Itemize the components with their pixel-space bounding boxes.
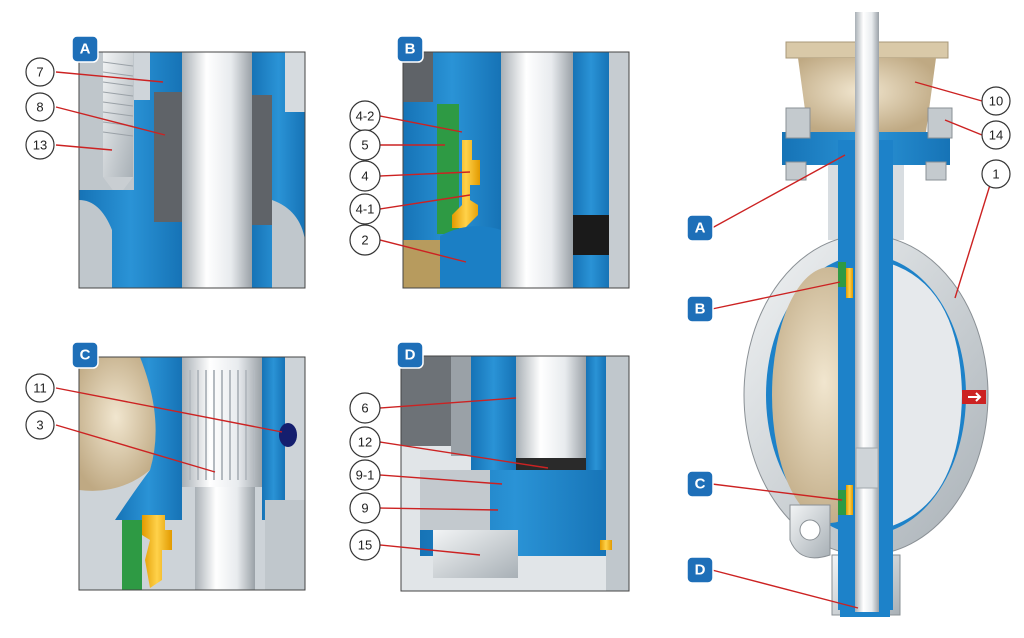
o-ring (279, 423, 297, 447)
svg-text:6: 6 (361, 401, 368, 416)
shaft (501, 52, 573, 288)
main-badge-a: A (686, 214, 714, 242)
seat-ring-gold (452, 140, 480, 228)
panel-badge-a: A (71, 35, 99, 63)
svg-text:9-1: 9-1 (356, 468, 375, 483)
callout-14: 14 (981, 120, 1011, 150)
callout-8: 8 (25, 92, 55, 122)
disc (79, 357, 162, 491)
detail-panel-b (402, 51, 630, 289)
svg-text:2: 2 (361, 233, 368, 248)
detail-panel-d (400, 355, 630, 592)
callout-5: 5 (349, 129, 381, 161)
svg-text:5: 5 (361, 138, 368, 153)
callout-9-1: 9-1 (349, 459, 381, 491)
shaft (516, 356, 586, 466)
callout-4-1: 4-1 (349, 193, 381, 225)
callout-15: 15 (349, 529, 381, 561)
svg-text:15: 15 (358, 538, 372, 553)
main-badge-d: D (686, 556, 714, 584)
shaft (182, 52, 252, 288)
svg-text:10: 10 (989, 94, 1003, 109)
svg-text:7: 7 (36, 65, 43, 80)
callout-4: 4 (349, 160, 381, 192)
leader-lines (55, 71, 991, 609)
panel-badge-c: C (71, 341, 99, 369)
panel-badge-b: B (396, 35, 424, 63)
callout-7: 7 (25, 57, 55, 87)
callout-4-2: 4-2 (349, 100, 381, 132)
svg-text:14: 14 (989, 128, 1003, 143)
svg-text:8: 8 (36, 100, 43, 115)
callout-2: 2 (349, 224, 381, 256)
svg-text:B: B (405, 41, 416, 58)
detail-panel-c (78, 356, 306, 591)
svg-text:3: 3 (36, 418, 43, 433)
main-badge-b: B (686, 295, 714, 323)
callout-3: 3 (25, 410, 55, 440)
svg-text:A: A (695, 220, 706, 237)
svg-text:B: B (695, 301, 706, 318)
svg-text:12: 12 (358, 435, 372, 450)
callout-11: 11 (25, 373, 55, 403)
seal-ring-green (437, 104, 459, 234)
callout-13: 13 (25, 130, 55, 160)
svg-text:D: D (405, 347, 416, 364)
svg-text:13: 13 (33, 138, 47, 153)
threaded-bolt (102, 52, 134, 197)
detail-panel-a (78, 51, 306, 289)
svg-text:9: 9 (361, 501, 368, 516)
svg-text:D: D (695, 562, 706, 579)
svg-text:A: A (80, 41, 91, 58)
panel-badge-d: D (396, 341, 424, 369)
callout-10: 10 (981, 86, 1011, 116)
callout-9: 9 (349, 492, 381, 524)
callout-1: 1 (981, 159, 1011, 189)
callout-6: 6 (349, 392, 381, 424)
svg-text:1: 1 (992, 167, 999, 182)
svg-text:4-2: 4-2 (356, 109, 375, 124)
svg-text:4: 4 (361, 169, 368, 184)
svg-text:C: C (80, 347, 91, 364)
svg-text:C: C (695, 476, 706, 493)
svg-text:4-1: 4-1 (356, 202, 375, 217)
main-shaft (855, 12, 879, 612)
svg-text:11: 11 (33, 381, 47, 396)
main-badge-c: C (686, 470, 714, 498)
valve-main-view (743, 12, 989, 617)
callout-12: 12 (349, 426, 381, 458)
